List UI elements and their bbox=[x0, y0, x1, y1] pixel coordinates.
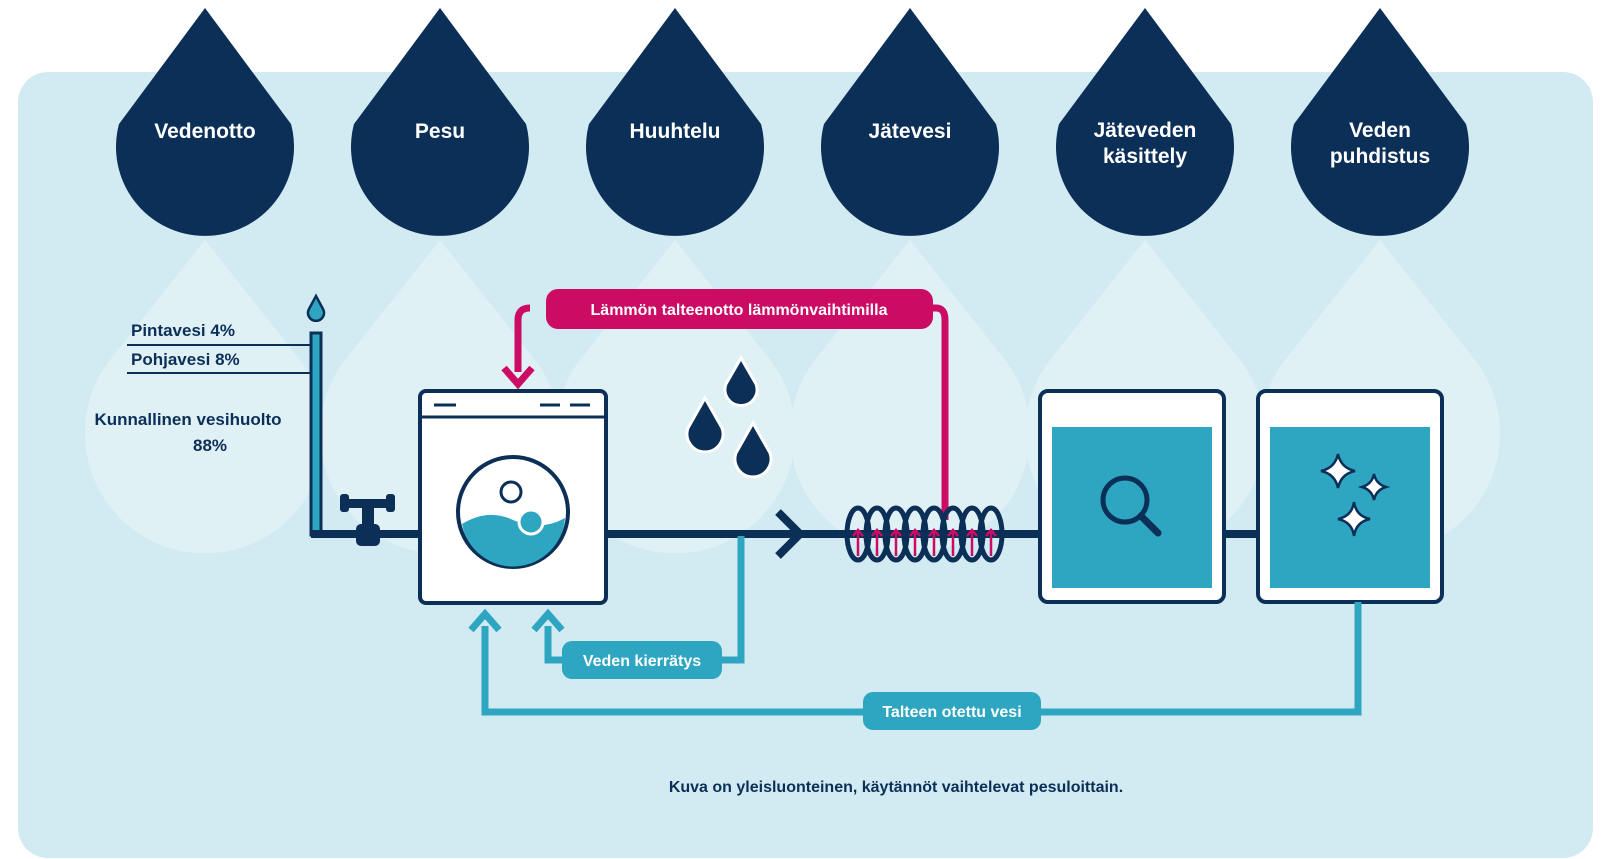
magnifier-icon bbox=[1100, 475, 1162, 537]
stage-drop-2: Pesu bbox=[351, 8, 529, 236]
heat-recovery-badge bbox=[546, 289, 933, 329]
stage-label-5-line-1: Jäteveden bbox=[1094, 119, 1197, 142]
water-drops-icon bbox=[685, 354, 773, 479]
ground-water-label: Pohjavesi 8% bbox=[131, 350, 240, 369]
stage-label-4: Jätevesi bbox=[869, 120, 952, 143]
water-recycling-label: Veden kierrätys bbox=[583, 653, 701, 670]
stage-label-1: Vedenotto bbox=[154, 120, 256, 143]
stage-label-5-line-2: käsittely bbox=[1103, 145, 1187, 168]
heat-supply-line bbox=[930, 304, 949, 520]
recovered-arrow-icon bbox=[468, 608, 502, 633]
stage-drop-4: Jätevesi bbox=[821, 8, 1000, 236]
municipal-water-label: Kunnallinen vesihuolto bbox=[94, 410, 281, 429]
stage-label-2: Pesu bbox=[415, 120, 465, 143]
water-purification-tank bbox=[1256, 389, 1444, 604]
stage-label-3: Huuhtelu bbox=[630, 120, 721, 143]
recovered-water-label: Talteen otettu vesi bbox=[882, 704, 1021, 721]
surface-water-label: Pintavesi 4% bbox=[131, 321, 235, 340]
stage-label-6-line-2: puhdistus bbox=[1330, 145, 1430, 168]
municipal-water-percent: 88% bbox=[193, 436, 227, 455]
heat-return-line bbox=[514, 304, 531, 372]
stage-drop-1: Vedenotto bbox=[116, 8, 294, 236]
sparkle-icon bbox=[1320, 453, 1391, 537]
stage-drop-3: Huuhtelu bbox=[586, 8, 764, 236]
recovered-water-badge bbox=[863, 692, 1041, 730]
washing-machine-icon bbox=[418, 389, 608, 605]
heat-arrow-icon bbox=[501, 365, 535, 390]
stage-drop-5: Jäteveden käsittely bbox=[1056, 8, 1234, 236]
footnote: Kuva on yleisluonteinen, käytännöt vaiht… bbox=[669, 779, 1123, 796]
stage-drop-6: Veden puhdistus bbox=[1291, 8, 1470, 236]
stage-label-6-line-1: Veden bbox=[1349, 119, 1411, 142]
flow-arrow-icon bbox=[775, 509, 806, 559]
heat-exchanger-coil-icon bbox=[844, 505, 1005, 563]
recycling-arrow-icon bbox=[531, 608, 565, 633]
water-recycling-badge bbox=[562, 641, 722, 679]
tap-icon bbox=[340, 494, 395, 546]
stage-drops: Vedenotto Pesu Huuhtelu Jätevesi Jäteveden kä… bbox=[116, 8, 1470, 236]
heat-recovery-label: Lämmön talteenotto lämmönvaihtimilla bbox=[591, 302, 888, 319]
source-drop-icon bbox=[306, 293, 326, 323]
wastewater-treatment-tank bbox=[1038, 389, 1226, 604]
inlet-pipe bbox=[309, 331, 323, 537]
